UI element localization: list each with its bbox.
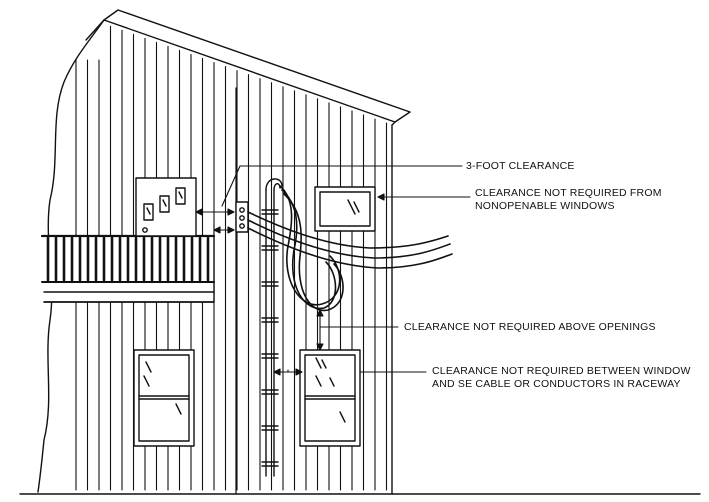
three-foot-dimension (195, 165, 463, 237)
callout-above-openings: CLEARANCE NOT REQUIRED ABOVE OPENINGS (404, 321, 656, 334)
service-drop-conductors (247, 185, 453, 312)
callout-between-window-line1: CLEARANCE NOT REQUIRED BETWEEN WINDOW (432, 365, 691, 377)
callout-nonopenable-windows: CLEARANCE NOT REQUIRED FROM NONOPENABLE … (475, 187, 662, 213)
balcony (40, 234, 216, 303)
lower-left-window (133, 349, 195, 447)
balcony-balusters (46, 236, 210, 282)
callout-above-openings-text: CLEARANCE NOT REQUIRED ABOVE OPENINGS (404, 321, 656, 333)
callout-nonopenable-line1: CLEARANCE NOT REQUIRED FROM (475, 187, 662, 199)
callout-three-foot-clearance: 3-FOOT CLEARANCE (466, 160, 575, 173)
raceway-conduit (261, 178, 283, 477)
nonopenable-window (314, 186, 376, 232)
raceway-straps (261, 209, 279, 467)
service-entrance-fitting (235, 201, 249, 233)
leader-lines (273, 193, 471, 376)
callout-between-window: CLEARANCE NOT REQUIRED BETWEEN WINDOW AN… (432, 365, 691, 391)
callout-nonopenable-line2: NONOPENABLE WINDOWS (475, 200, 615, 212)
callout-between-window-line2: AND SE CABLE OR CONDUCTORS IN RACEWAY (432, 378, 681, 390)
lower-right-window (299, 349, 361, 447)
callout-three-foot-text: 3-FOOT CLEARANCE (466, 160, 575, 172)
balcony-door (135, 177, 197, 237)
